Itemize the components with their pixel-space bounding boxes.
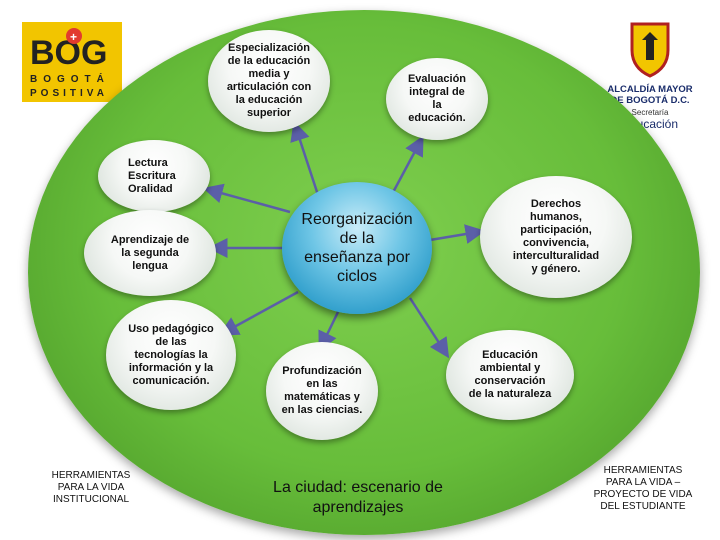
arrow-to-profundizacion xyxy=(318,311,340,352)
arrow-to-evaluacion xyxy=(388,135,424,199)
svg-text:+: + xyxy=(70,30,77,44)
profundizacion-label: Profundización en las matemáticas y en l… xyxy=(281,365,363,416)
svg-text:Secretaría: Secretaría xyxy=(632,108,669,117)
herramientas-right: HERRAMIENTAS PARA LA VIDA – PROYECTO DE … xyxy=(593,465,693,512)
bubble-lectura: Lectura Escritura Oralidad xyxy=(98,140,210,212)
bubble-tic: Uso pedagógico de las tecnologías la inf… xyxy=(106,300,236,410)
svg-text:ALCALDÍA MAYOR: ALCALDÍA MAYOR xyxy=(607,84,692,95)
bubble-derechos: Derechos humanos, participación, convive… xyxy=(480,176,632,298)
bubble-evaluacion: Evaluación integral de la educación. xyxy=(386,58,488,140)
center-label: Reorganización de la enseñanza por ciclo… xyxy=(301,211,413,285)
svg-text:POSITIVA: POSITIVA xyxy=(30,88,108,99)
arrow-to-tic xyxy=(218,290,299,336)
svg-text:DE BOGOTÁ D.C.: DE BOGOTÁ D.C. xyxy=(610,95,689,106)
bubble-ambiental: Educación ambiental y conservación de la… xyxy=(446,330,574,420)
tic-label: Uso pedagógico de las tecnologías la inf… xyxy=(128,322,214,387)
arrow-to-ambiental xyxy=(408,297,450,359)
bottom-title: La ciudad: escenario de aprendizajes xyxy=(273,479,443,516)
bubble-profundizacion: Profundización en las matemáticas y en l… xyxy=(266,342,378,440)
svg-text:BOGOTÁ: BOGOTÁ xyxy=(30,72,110,85)
lectura-label: Lectura Escritura Oralidad xyxy=(128,156,176,195)
ambiental-label: Educación ambiental y conservación de la… xyxy=(468,349,552,400)
herramientas-left: HERRAMIENTAS PARA LA VIDA INSTITUCIONAL xyxy=(51,470,131,505)
bubble-segunda-lengua: Aprendizaje de la segunda lengua xyxy=(84,210,216,296)
segunda-lengua-label: Aprendizaje de la segunda lengua xyxy=(110,233,190,272)
arrow-to-lectura xyxy=(202,183,291,214)
center-bubble: Reorganización de la enseñanza por ciclo… xyxy=(282,182,432,314)
evaluacion-label: Evaluación integral de la educación. xyxy=(407,73,467,124)
bubble-especializacion: Especialización de la educación media y … xyxy=(208,30,330,132)
arrow-to-derechos xyxy=(429,224,486,244)
especializacion-label: Especialización de la educación media y … xyxy=(226,42,312,119)
bogota-positiva-logo: BOG + BOGOTÁ POSITIVA xyxy=(22,22,122,102)
arrow-to-especializacion xyxy=(290,120,320,196)
bogota-positiva-logo-graphic: BOG + BOGOTÁ POSITIVA xyxy=(22,22,122,102)
derechos-label: Derechos humanos, participación, convive… xyxy=(512,198,600,275)
